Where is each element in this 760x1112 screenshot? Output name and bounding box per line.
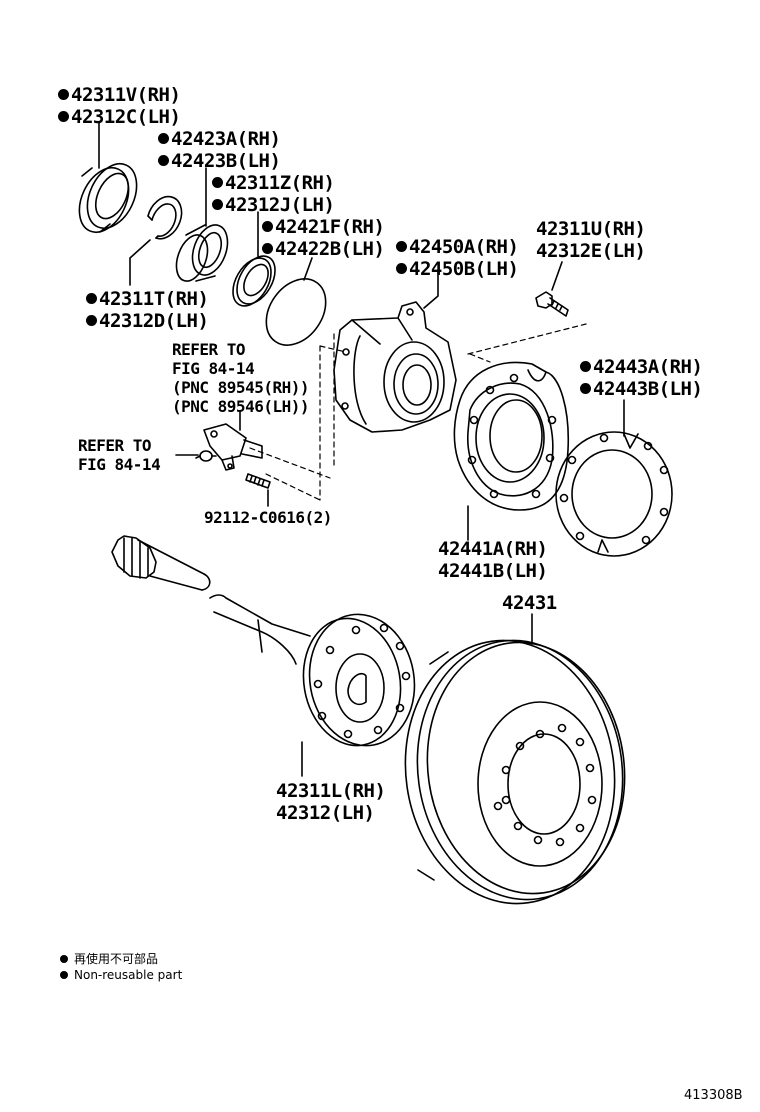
nut-ref-line-1: REFER TO — [78, 436, 152, 455]
dust-cover-part — [453, 361, 570, 511]
inner-seal-label: 42311Z(RH) 42312J(LH) — [212, 172, 335, 216]
oil-seal-label-rh: 42311V(RH) — [58, 84, 181, 106]
dust-cover-label-lh: 42441B(LH) — [438, 560, 548, 582]
gasket-label-lh: 42443B(LH) — [580, 378, 703, 400]
non-reusable-dot-icon — [158, 133, 169, 144]
oil-seal-part — [78, 163, 138, 233]
non-reusable-dot-icon — [396, 241, 407, 252]
non-reusable-dot-icon — [396, 263, 407, 274]
non-reusable-dot-icon — [58, 89, 69, 100]
sensor-ref-line-3: (PNC 89545(RH)) — [172, 378, 310, 397]
non-reusable-dot-icon — [212, 177, 223, 188]
snap-ring-label-lh: 42312D(LH) — [86, 310, 209, 332]
inner-seal-label-lh: 42312J(LH) — [212, 194, 335, 216]
non-reusable-dot-icon — [262, 221, 273, 232]
bearing-part — [175, 224, 229, 282]
bearing-label-lh: 42423B(LH) — [158, 150, 281, 172]
non-reusable-dot-icon — [580, 361, 591, 372]
assembly-guide-lines — [249, 323, 587, 501]
non-reusable-dot-icon — [60, 971, 68, 979]
inner-seal-label-rh: 42311Z(RH) — [212, 172, 335, 194]
figure-number: 413308B — [684, 1088, 743, 1103]
hub-bearing-part — [333, 301, 457, 433]
stud-bolt-label: 92112-C0616(2) — [204, 508, 332, 527]
snap-ring-label: 42311T(RH) 42312D(LH) — [86, 288, 209, 332]
axle-shaft-label: 42311L(RH) 42312(LH) — [276, 780, 386, 824]
axle-shaft-label-lh: 42312(LH) — [276, 802, 375, 824]
dust-cover-label: 42441A(RH) 42441B(LH) — [438, 538, 548, 582]
sensor-ref-line-1: REFER TO — [172, 340, 246, 359]
o-ring-part — [265, 278, 327, 346]
hub-bearing-label-rh: 42450A(RH) — [396, 236, 519, 258]
brake-disc-part — [404, 639, 626, 905]
bearing-label-rh: 42423A(RH) — [158, 128, 281, 150]
o-ring-label-lh: 42422B(LH) — [262, 238, 385, 260]
axle-shaft-part — [111, 535, 416, 747]
oil-seal-label: 42311V(RH) 42312C(LH) — [58, 84, 181, 128]
hub-bearing-label-lh: 42450B(LH) — [396, 258, 519, 280]
nut-part — [195, 450, 217, 462]
disc-label: 42431 — [502, 592, 557, 614]
o-ring-label-rh: 42421F(RH) — [262, 216, 385, 238]
non-reusable-dot-icon — [58, 111, 69, 122]
legend-line-en: Non-reusable part — [60, 967, 182, 983]
speed-sensor-part — [203, 423, 263, 471]
non-reusable-dot-icon — [580, 383, 591, 394]
axle-shaft-label-rh: 42311L(RH) — [276, 780, 386, 802]
o-ring-label: 42421F(RH) 42422B(LH) — [262, 216, 385, 260]
sensor-ref-line-2: FIG 84-14 — [172, 359, 255, 378]
gasket-label: 42443A(RH) 42443B(LH) — [580, 356, 703, 400]
non-reusable-dot-icon — [86, 293, 97, 304]
non-reusable-dot-icon — [212, 199, 223, 210]
non-reusable-dot-icon — [158, 155, 169, 166]
inner-seal-part — [232, 255, 276, 307]
stud-bolt-part — [245, 473, 271, 489]
dust-cover-label-rh: 42441A(RH) — [438, 538, 548, 560]
non-reusable-dot-icon — [262, 243, 273, 254]
hub-bolt-label-rh: 42311U(RH) — [536, 218, 646, 240]
hub-bearing-label: 42450A(RH) 42450B(LH) — [396, 236, 519, 280]
speed-sensor-reference-label: REFER TO FIG 84-14 (PNC 89545(RH)) (PNC … — [172, 340, 310, 416]
nut-ref-line-2: FIG 84-14 — [78, 455, 161, 474]
hub-bolt-label: 42311U(RH) 42312E(LH) — [536, 218, 646, 262]
non-reusable-dot-icon — [60, 955, 68, 963]
hub-bolt-label-lh: 42312E(LH) — [536, 240, 646, 262]
sensor-ref-line-4: (PNC 89546(LH)) — [172, 397, 310, 416]
gasket-part — [555, 431, 673, 557]
nut-reference-label: REFER TO FIG 84-14 — [78, 436, 161, 474]
snap-ring-part — [147, 195, 183, 240]
snap-ring-label-rh: 42311T(RH) — [86, 288, 209, 310]
non-reusable-dot-icon — [86, 315, 97, 326]
oil-seal-label-lh: 42312C(LH) — [58, 106, 181, 128]
bearing-label: 42423A(RH) 42423B(LH) — [158, 128, 281, 172]
legend: 再使用不可部品 Non-reusable part — [60, 951, 182, 983]
gasket-label-rh: 42443A(RH) — [580, 356, 703, 378]
hub-bolt-part — [535, 291, 569, 317]
legend-line-jp: 再使用不可部品 — [60, 951, 182, 967]
